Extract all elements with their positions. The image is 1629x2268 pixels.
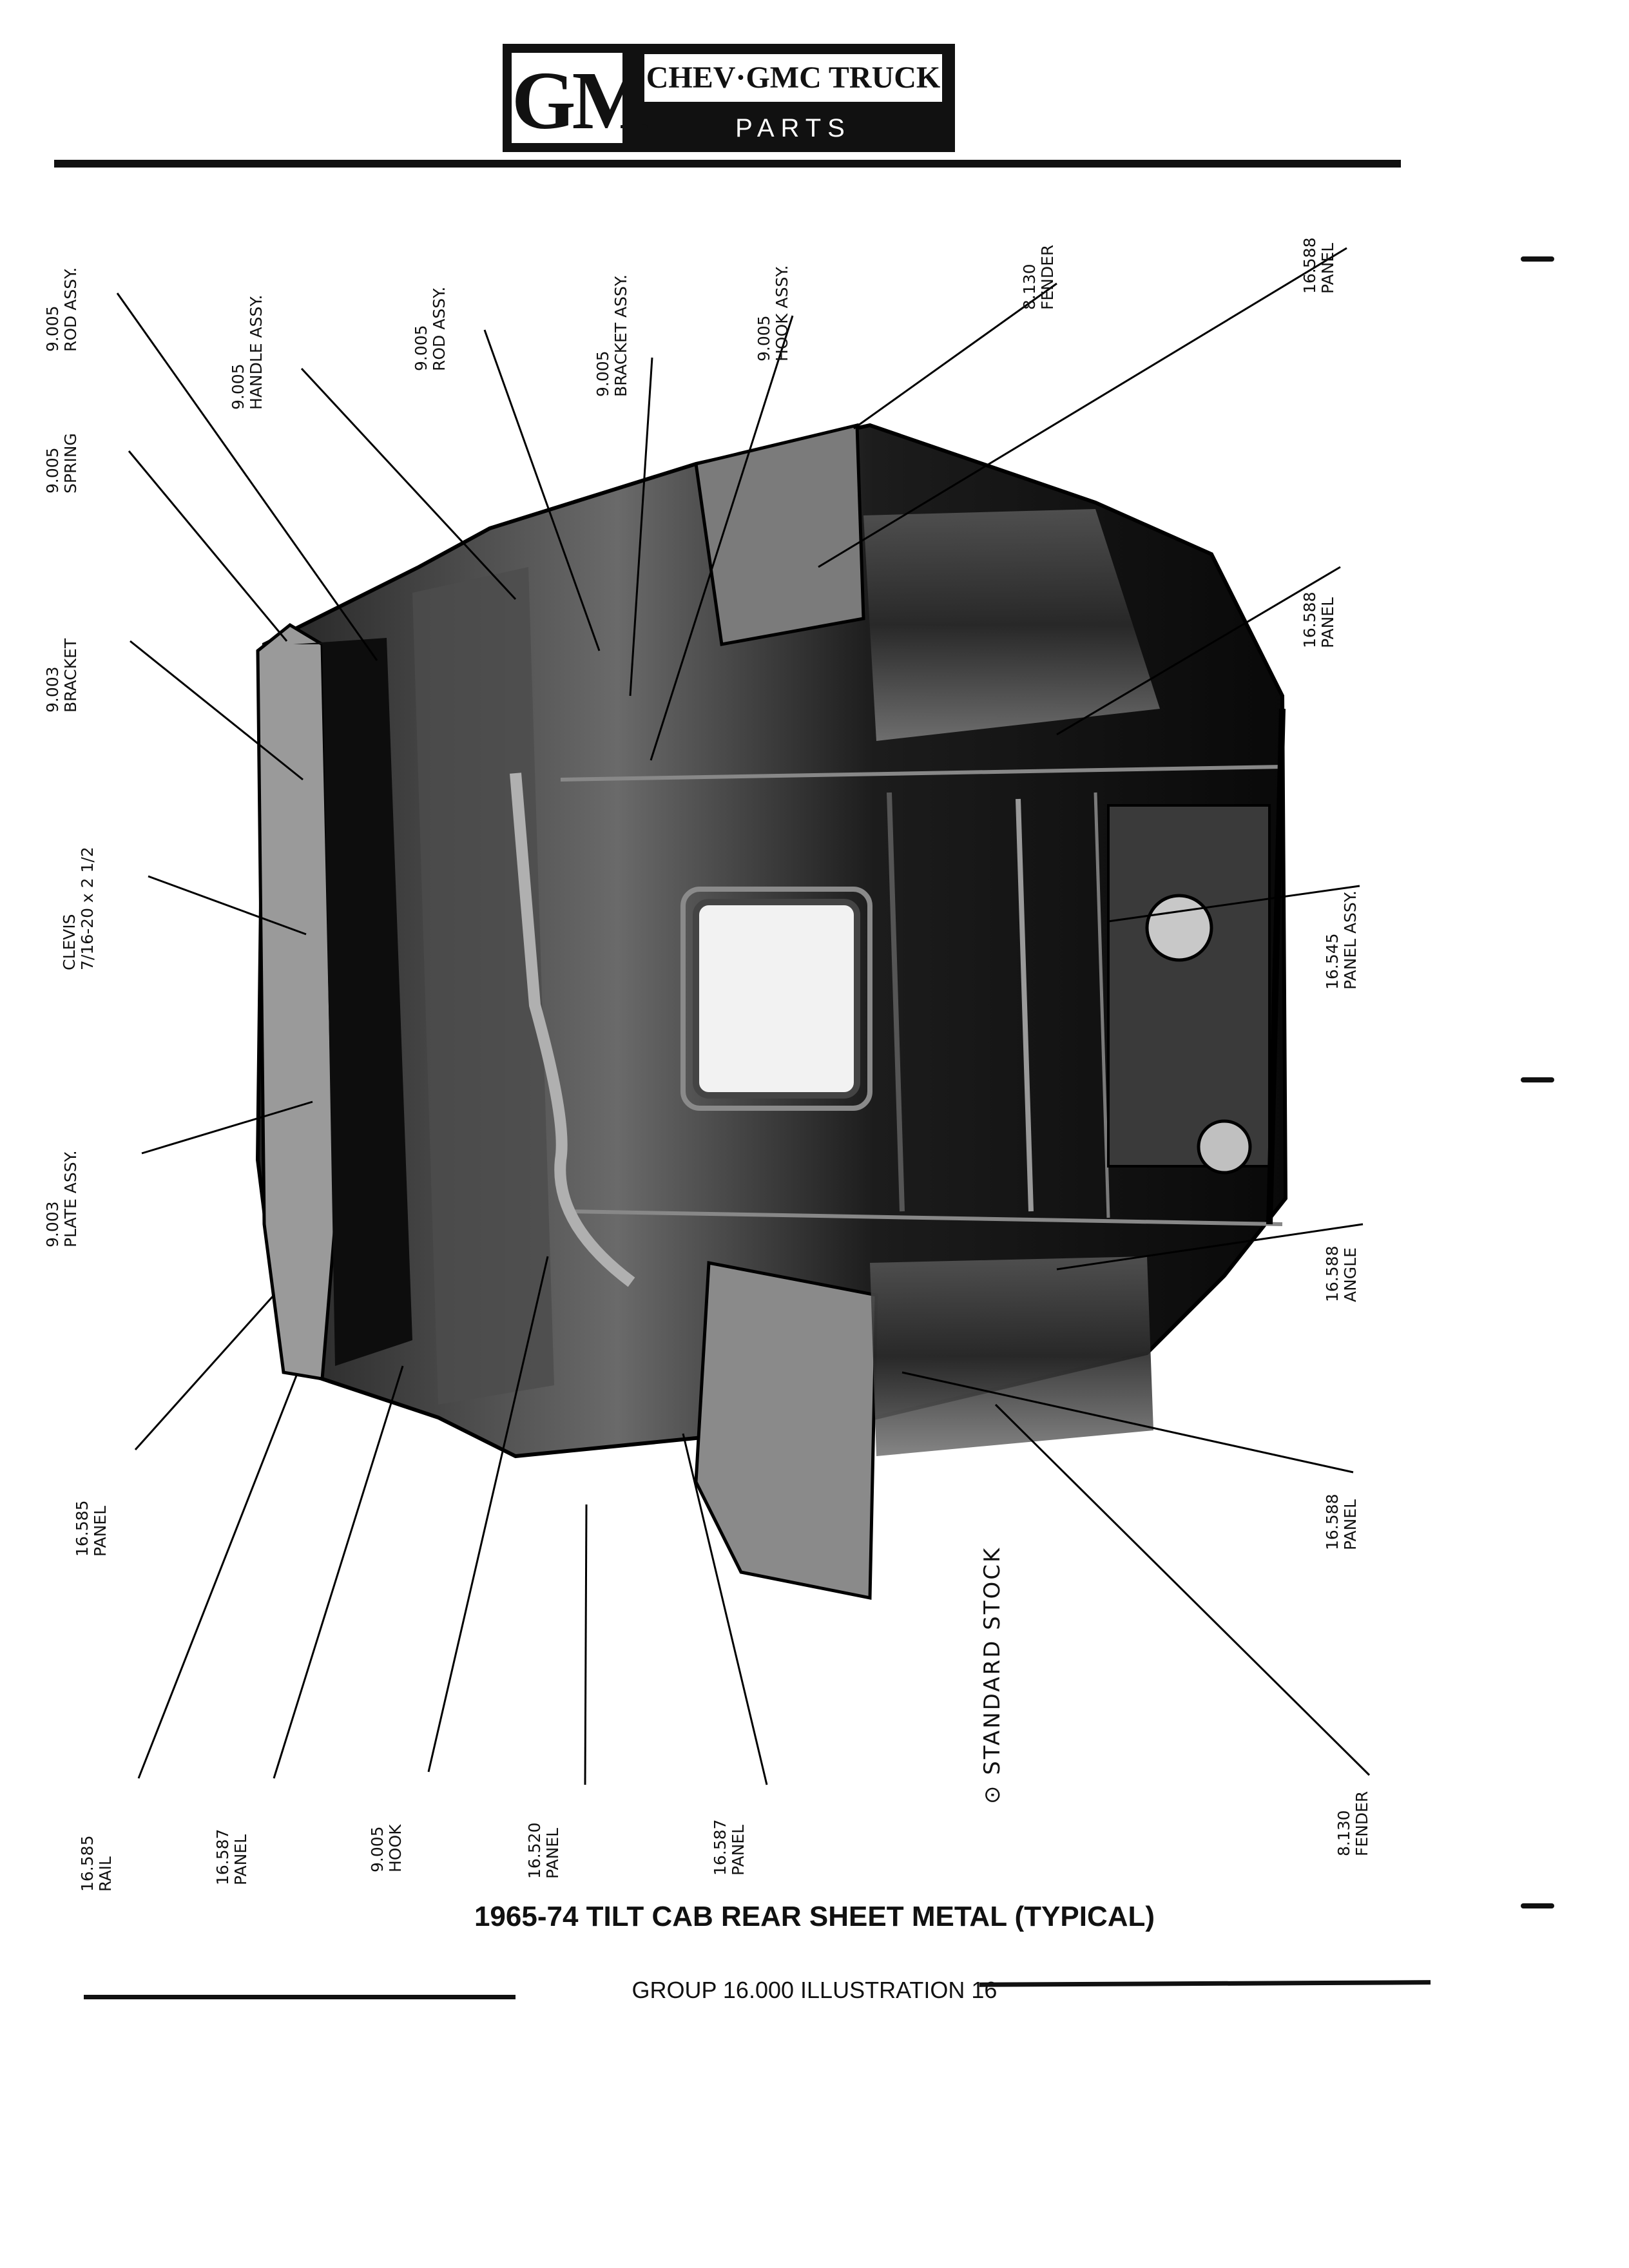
callout-number: 8.130 <box>1335 1810 1353 1856</box>
brand-title: CHEV·GMC TRUCK <box>644 54 942 102</box>
callout-number: 9.005 <box>368 1826 387 1872</box>
binding-mark <box>1521 1903 1554 1908</box>
callout-bracket-assy: 9.005 BRACKET ASSY. <box>593 274 630 397</box>
lower-fender <box>694 1261 878 1600</box>
callout-rail: 16.585 RAIL <box>78 1835 115 1892</box>
binding-mark <box>1521 256 1554 262</box>
callout-number: 9.003 <box>43 1201 62 1247</box>
callout-name: PANEL <box>543 1827 562 1879</box>
callout-fender-top: 8.130 FENDER <box>1020 244 1057 310</box>
rear-rail <box>256 622 337 1381</box>
callout-name: FENDER <box>1353 1791 1371 1856</box>
callout-name: HOOK <box>386 1824 405 1872</box>
header-rule <box>54 160 1401 168</box>
callout-panel-assy: 16.545 PANEL ASSY. <box>1323 890 1360 990</box>
callout-name: BRACKET ASSY. <box>612 274 630 397</box>
footer-rule-left <box>84 1995 516 1999</box>
callout-number: 9.005 <box>43 447 62 494</box>
callout-plate-assy: 9.003 PLATE ASSY. <box>43 1150 80 1247</box>
callout-number: 16.520 <box>525 1822 544 1879</box>
callout-number: 9.003 <box>43 666 62 713</box>
callout-number: 16.588 <box>1300 591 1319 648</box>
rear-panel-face <box>412 567 554 1405</box>
illustration-title: 1965-74 TILT CAB REAR SHEET METAL (TYPIC… <box>474 1901 1155 1932</box>
callout-fender-bottom: 8.130 FENDER <box>1335 1791 1371 1856</box>
callout-number: 9.005 <box>43 305 62 352</box>
callout-name: PANEL <box>91 1505 110 1557</box>
catalogue-subtitle: PARTS CATALOGUE <box>687 114 894 177</box>
callout-handle-assy: 9.005 HANDLE ASSY. <box>229 294 265 410</box>
callout-panel-bottom-2: 16.520 PANEL <box>525 1822 562 1879</box>
lower-panel <box>870 1256 1153 1456</box>
callout-name: ROD ASSY. <box>61 267 80 352</box>
callout-panel-top-right: 16.588 PANEL <box>1300 237 1337 294</box>
callout-panel-bottom-3: 16.587 PANEL <box>711 1820 747 1876</box>
callout-number: 16.587 <box>711 1819 729 1876</box>
callout-panel-left: 16.585 PANEL <box>73 1501 110 1557</box>
upper-panel <box>863 509 1160 741</box>
callout-number: 9.005 <box>229 363 247 410</box>
upper-fender <box>694 423 865 646</box>
callout-bracket: 9.003 BRACKET <box>43 638 80 713</box>
callout-number: 16.588 <box>1300 237 1319 294</box>
callout-number: CLEVIS <box>60 914 79 970</box>
callout-number: 16.588 <box>1323 1494 1342 1550</box>
callout-name: FENDER <box>1038 244 1057 310</box>
callout-spring: 9.005 SPRING <box>43 433 80 494</box>
callout-name: 7/16-20 x 2 1/2 <box>78 847 97 970</box>
callout-name: ROD ASSY. <box>430 286 448 371</box>
callout-number: 16.545 <box>1323 933 1342 990</box>
callout-name: HANDLE ASSY. <box>247 294 265 410</box>
callout-name: PANEL ASSY. <box>1341 890 1360 990</box>
callout-name: PANEL <box>1318 242 1337 294</box>
callout-name: RAIL <box>96 1856 115 1892</box>
callout-number: 9.005 <box>755 315 773 361</box>
callout-clevis: CLEVIS 7/16-20 x 2 1/2 <box>60 847 97 970</box>
callout-rod-assy-1: 9.005 ROD ASSY. <box>43 267 80 352</box>
callout-number: 9.005 <box>593 351 612 397</box>
callout-number: 9.005 <box>412 325 430 371</box>
binding-mark <box>1521 1077 1554 1082</box>
group-illustration-label: GROUP 16.000 ILLUSTRATION 16 <box>631 1977 998 2003</box>
callout-name: ANGLE <box>1341 1247 1360 1302</box>
callout-hook: 9.005 HOOK <box>368 1824 405 1872</box>
callout-name: PANEL <box>1341 1499 1360 1550</box>
standard-stock-note: ⊙ STANDARD STOCK <box>979 1546 1005 1804</box>
callout-hook-assy: 9.005 HOOK ASSY. <box>755 265 791 362</box>
callout-name: PANEL <box>729 1824 747 1876</box>
callout-name: BRACKET <box>61 638 80 713</box>
callout-name: SPRING <box>61 433 80 494</box>
callout-panel-right-upper: 16.588 PANEL <box>1300 591 1337 648</box>
callout-number: 8.130 <box>1020 264 1039 310</box>
callout-number: 16.585 <box>78 1835 97 1892</box>
callout-panel-right-lower: 16.588 PANEL <box>1323 1494 1360 1550</box>
callout-name: HOOK ASSY. <box>773 265 791 362</box>
callout-number: 16.585 <box>73 1500 92 1557</box>
callout-name: PANEL <box>231 1834 250 1885</box>
rear-plate <box>293 638 412 1366</box>
leader-lines <box>116 247 1371 1785</box>
cab-body <box>255 423 1288 1459</box>
rear-window <box>693 899 860 1099</box>
callout-rod-assy-2: 9.005 ROD ASSY. <box>412 287 448 371</box>
callout-angle: 16.588 ANGLE <box>1323 1245 1360 1302</box>
callout-name: PLATE ASSY. <box>61 1150 80 1247</box>
callout-name: PANEL <box>1318 597 1337 648</box>
callout-panel-bottom-1: 16.587 PANEL <box>213 1829 250 1885</box>
gm-logo: GM <box>509 50 650 146</box>
callout-number: 16.588 <box>1323 1245 1342 1302</box>
callout-number: 16.587 <box>213 1829 232 1885</box>
